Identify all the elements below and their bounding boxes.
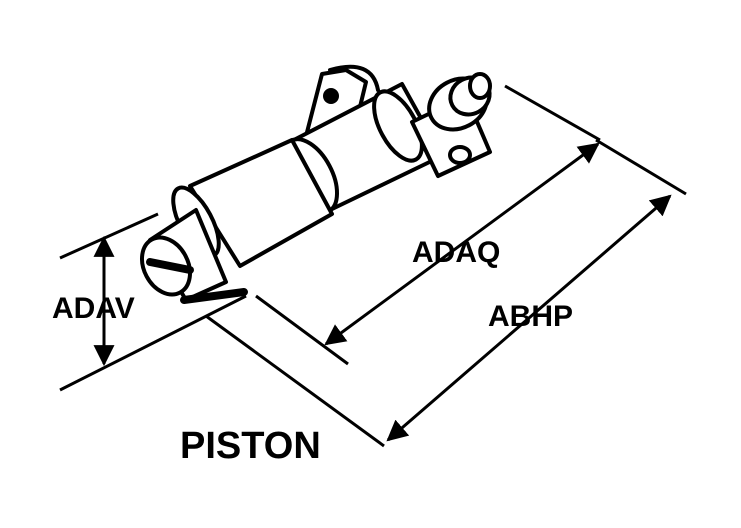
piston-slot	[146, 258, 194, 274]
rear-cap	[468, 72, 492, 100]
abhp-arrow	[386, 194, 672, 442]
diagram-title: PISTON	[180, 425, 321, 467]
abhp-extension-rear	[595, 138, 687, 196]
adaq-extension-rear	[504, 84, 601, 142]
bracket-clip	[328, 64, 380, 92]
piston-rim-shadow	[180, 288, 248, 304]
abhp-label: ABHP	[488, 300, 573, 333]
abhp-extension-front	[205, 314, 385, 448]
adav-extension-bottom	[59, 294, 247, 392]
adaq-extension-front	[255, 294, 349, 366]
bracket-hole	[323, 88, 339, 104]
flange-hole	[448, 145, 472, 165]
dimension-lines	[59, 84, 687, 448]
adaq-label: ADAQ	[412, 236, 500, 269]
adav-label: ADAV	[52, 292, 135, 325]
